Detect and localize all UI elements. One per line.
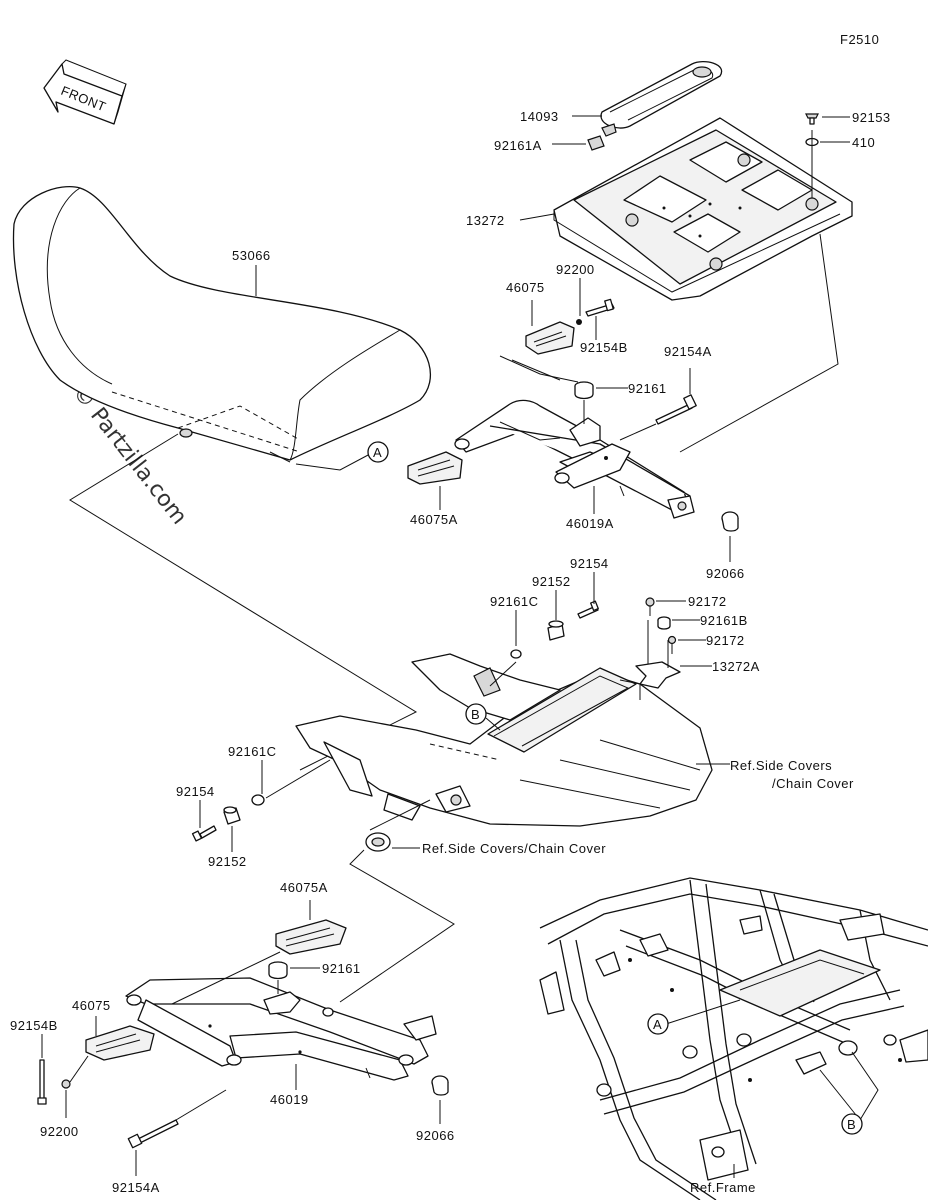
nut-92200-bottom [61,1079,71,1089]
label-46019a: 46019A [566,516,614,531]
seat-53066 [12,186,431,463]
label-92161c-left: 92161C [228,744,277,759]
carrier-13272 [553,117,853,301]
label-ref-frame: Ref.Frame [690,1180,756,1195]
callout-b-frame-label: B [847,1117,856,1132]
label-410: 410 [852,135,875,150]
diagram-code: F2510 [840,32,879,47]
pad-14093 [600,61,723,129]
leader-callout-a-frame [665,999,741,1025]
part-92161a-upper [601,123,617,137]
grommet-92066-bottom [431,1075,449,1096]
pad-46075-bottom [85,1025,155,1061]
leader-13272 [519,213,555,221]
bumper-92161b [657,616,671,630]
label-92153: 92153 [852,110,891,125]
front-arrow-icon: FRONT [43,59,127,125]
bolt-92154a-bottom [127,1119,179,1149]
pad-46075a-top [407,451,463,485]
guide-fender-lower [339,799,455,1003]
callout-b-top-label: B [471,707,480,722]
washer-92161c-mid [510,649,522,659]
screw-92172-b [667,635,677,654]
guide-carrier-right [679,233,839,453]
label-92200-bottom: 92200 [40,1124,79,1139]
label-92154b-bottom: 92154B [10,1018,58,1033]
label-46075a-bottom: 46075A [280,880,328,895]
label-46075a-top: 46075A [410,512,458,527]
label-46075-top: 46075 [506,280,545,295]
collar-92152-mid [547,620,565,641]
pad-46075-top [525,321,575,355]
bumper-92161-bottom [268,961,288,980]
label-92154a-top: 92154A [664,344,712,359]
callout-a-frame [647,1013,669,1035]
label-14093: 14093 [520,109,559,124]
label-13272a: 13272A [712,659,760,674]
bumper-92161-top [574,381,594,400]
bolt-92154a-top [655,394,697,425]
label-ref-side-covers-chain: Ref.Side Covers/Chain Cover [422,841,606,856]
guide-46075a-bottom [171,951,281,1005]
label-92161-bottom: 92161 [322,961,361,976]
label-92066-bottom: 92066 [416,1128,455,1143]
label-92154a-bottom: 92154A [112,1180,160,1195]
guide-seat-fender [69,433,418,771]
pad-46075a-bottom [275,919,347,955]
label-92161c-mid: 92161C [490,594,539,609]
label-92161-top: 92161 [628,381,667,396]
callout-a-top-label: A [373,445,382,460]
guide-92200-bottom [69,1055,89,1083]
leader-callout-a-top [295,453,371,471]
label-92154b-top: 92154B [580,340,628,355]
bolt-92154-left [191,825,217,842]
guide-92154a-bottom [175,1089,227,1121]
rear-fender [295,653,713,827]
label-92152-mid: 92152 [532,574,571,589]
bolt-92154b-top [585,298,615,317]
bracket-13272a [619,620,681,700]
callout-a-top [367,441,389,463]
washer-92161c-left [251,794,265,806]
callout-b-top [465,703,487,725]
part-92161a [587,135,605,151]
label-92161b: 92161B [700,613,748,628]
screw-92153 [805,113,819,125]
bracket-46019 [125,977,437,1081]
label-92161a: 92161A [494,138,542,153]
grommet-ref-side-covers [365,832,391,852]
label-13272: 13272 [466,213,505,228]
label-92154-mid: 92154 [570,556,609,571]
bracket-46019a [454,399,695,519]
label-53066: 53066 [232,248,271,263]
label-92154-left: 92154 [176,784,215,799]
guide-92161c-left [265,759,331,799]
label-92066-top: 92066 [706,566,745,581]
callout-a-frame-label: A [653,1017,662,1032]
leader-callout-b-top [485,717,501,731]
frame-assembly [539,877,928,1200]
label-46019: 46019 [270,1092,309,1107]
label-92200-top: 92200 [556,262,595,277]
bolt-92154b-bottom [37,1059,47,1105]
guide-92154a-top [619,423,657,441]
label-46075-bottom: 46075 [72,998,111,1013]
screw-92172-a [645,597,655,616]
guide-carrier-left [511,359,561,381]
label-92172-a: 92172 [688,594,727,609]
nut-92200-top [576,319,582,325]
guide-92161c-mid [489,661,517,687]
bolt-92154-mid [577,600,599,619]
callout-b-frame [841,1113,863,1135]
leader-callout-b-frame [819,1051,879,1121]
label-ref-side-covers-1: Ref.Side Covers [730,758,832,773]
label-92172-b: 92172 [706,633,745,648]
guide-46075-top [499,355,579,383]
label-92152-left: 92152 [208,854,247,869]
collar-92152-left [223,806,241,825]
grommet-92066-top [721,511,739,532]
label-ref-side-covers-2: /Chain Cover [772,776,854,791]
